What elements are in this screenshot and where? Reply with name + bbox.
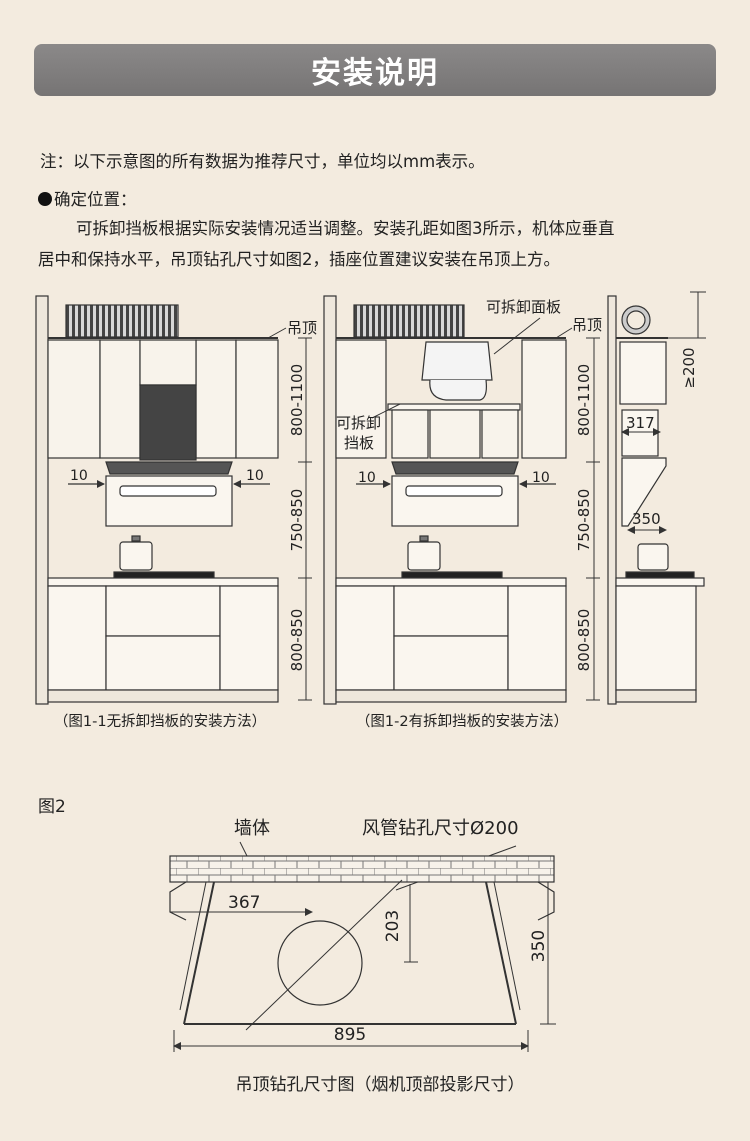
fig2-panel-label: 可拆卸面板 — [486, 298, 561, 316]
fig2-caption: （图1-2有拆卸挡板的安装方法） — [356, 712, 568, 730]
dim-offset-x: 367 — [228, 893, 260, 913]
fig2-ceiling-label: 吊顶 — [572, 316, 602, 334]
duct-hole-label: 风管钻孔尺寸Ø200 — [362, 818, 519, 839]
fig2-baffle-label-1: 可拆卸 — [336, 414, 381, 432]
lower-cabinet — [219, 585, 279, 691]
fig1-dim-lower: 800-850 — [288, 609, 306, 672]
removable-panel — [421, 341, 493, 381]
upper-cabinet — [47, 339, 101, 459]
figure-side-view — [607, 291, 706, 705]
cooking-pot — [119, 541, 153, 571]
fig2-gap-left: 10 — [358, 470, 376, 486]
fig1-gap-right: 10 — [246, 468, 264, 484]
wall-label: 墙体 — [234, 818, 270, 839]
fig1-caption: （图1-1无拆卸挡板的安装方法） — [54, 712, 266, 730]
lower-cabinet — [47, 585, 107, 691]
fig2-dim-lower: 800-850 — [575, 609, 593, 672]
title-banner: 安装说明 — [34, 44, 716, 96]
units-note: 注：以下示意图的所有数据为推荐尺寸，单位均以mm表示。 — [40, 152, 485, 171]
hood-chimney — [139, 339, 197, 386]
paragraph-line-2: 居中和保持水平，吊顶钻孔尺寸如图2，插座位置建议安装在吊顶上方。 — [38, 250, 560, 269]
fig3-dim-top: ≥200 — [680, 347, 698, 388]
drill-diagram — [169, 841, 556, 1052]
upper-cabinet — [235, 339, 279, 459]
side-hood — [621, 457, 667, 527]
figure-1-2 — [323, 295, 600, 705]
dim-offset-y: 203 — [383, 910, 403, 942]
fig3-dim-front: 350 — [632, 510, 661, 528]
drill-fig-caption: 吊顶钻孔尺寸图（烟机顶部投影尺寸） — [236, 1075, 525, 1095]
fig2-dim-middle: 750-850 — [575, 489, 593, 552]
lower-drawer — [105, 585, 221, 637]
duct-hose — [65, 304, 179, 338]
drill-fig-label: 图2 — [38, 797, 66, 817]
fig1-dim-upper: 800-1100 — [288, 364, 306, 436]
duct-hole — [277, 920, 363, 1006]
dim-depth: 350 — [529, 930, 549, 962]
hood-handle — [119, 485, 217, 497]
fig3-dim-depth: 317 — [626, 414, 655, 432]
paragraph-line-1: 可拆卸挡板根据实际安装情况适当调整。安装孔距如图3所示，机体应垂直 — [76, 219, 615, 238]
fig2-baffle-label-2: 挡板 — [344, 434, 374, 452]
section-title: 确定位置： — [54, 190, 137, 209]
figure-1-1 — [35, 295, 312, 705]
page-title: 安装说明 — [311, 56, 439, 91]
range-hood-top — [105, 461, 233, 475]
cooktop — [113, 571, 215, 579]
range-hood-body — [105, 475, 233, 527]
fig1-gap-left: 10 — [70, 468, 88, 484]
fig1-dim-middle: 750-850 — [288, 489, 306, 552]
fig1-ceiling-label: 吊顶 — [287, 319, 317, 337]
plinth — [47, 689, 279, 703]
hood-chimney-lower — [139, 384, 197, 461]
upper-cabinet — [99, 339, 141, 459]
countertop — [47, 577, 279, 587]
section-heading: 确定位置： — [38, 188, 137, 212]
dim-width: 895 — [334, 1025, 366, 1045]
wall-left — [35, 295, 49, 705]
fig2-dim-upper: 800-1100 — [575, 364, 593, 436]
upper-cabinet — [195, 339, 237, 459]
brick-wall — [169, 855, 555, 883]
lower-drawer — [105, 635, 221, 691]
removable-baffle — [387, 403, 521, 411]
bullet-icon — [38, 192, 52, 206]
duct-hose — [353, 304, 465, 338]
fig2-gap-right: 10 — [532, 470, 550, 486]
